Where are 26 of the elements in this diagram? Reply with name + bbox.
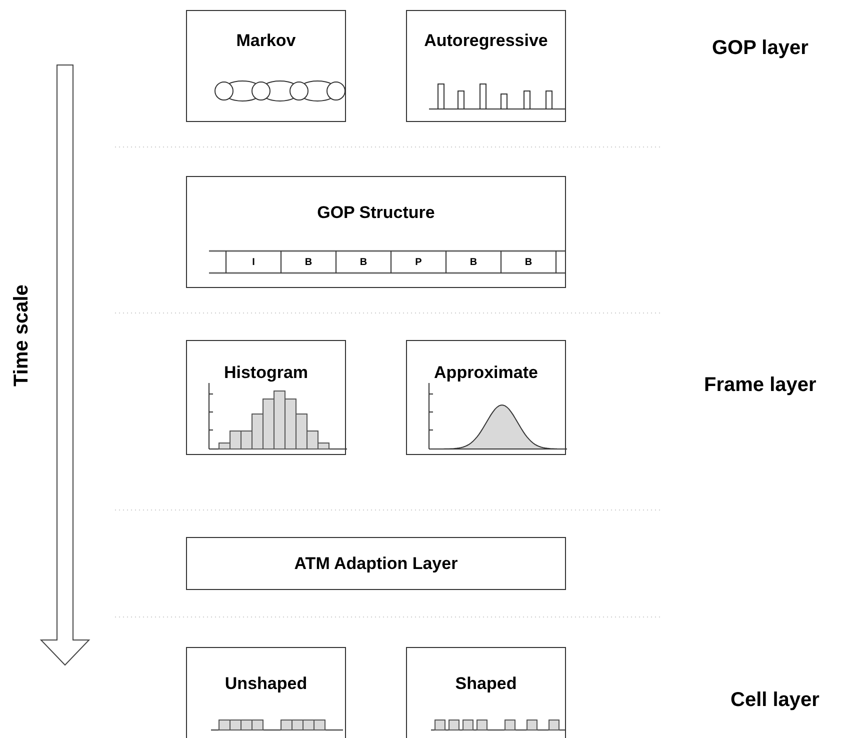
frame-type-label: P (414, 257, 423, 268)
model-box (406, 10, 566, 122)
layer-label: Cell layer (730, 688, 820, 712)
model-box (186, 340, 346, 455)
box-title: Unshaped (224, 674, 308, 694)
axis-label: Time scale (10, 284, 34, 386)
model-box (186, 537, 566, 590)
model-box (406, 340, 566, 455)
frame-type-label: B (358, 257, 368, 268)
box-title: Autoregressive (424, 31, 548, 51)
model-box (186, 176, 566, 288)
frame-type-label: I (251, 257, 256, 268)
frame-type-label: B (468, 257, 478, 268)
model-box (186, 10, 346, 122)
box-title: GOP Structure (317, 203, 435, 223)
layer-label: Frame layer (704, 374, 816, 396)
box-title: Shaped (455, 674, 517, 694)
box-title: Histogram (224, 363, 308, 383)
model-box (186, 647, 346, 738)
frame-type-label: B (304, 257, 314, 268)
model-box (406, 647, 566, 738)
frame-type-label: B (524, 257, 534, 268)
layer-label: GOP layer (712, 36, 808, 60)
box-title: Approximate (434, 363, 538, 383)
box-title: Markov (236, 31, 296, 51)
box-title: ATM Adaption Layer (294, 554, 458, 574)
